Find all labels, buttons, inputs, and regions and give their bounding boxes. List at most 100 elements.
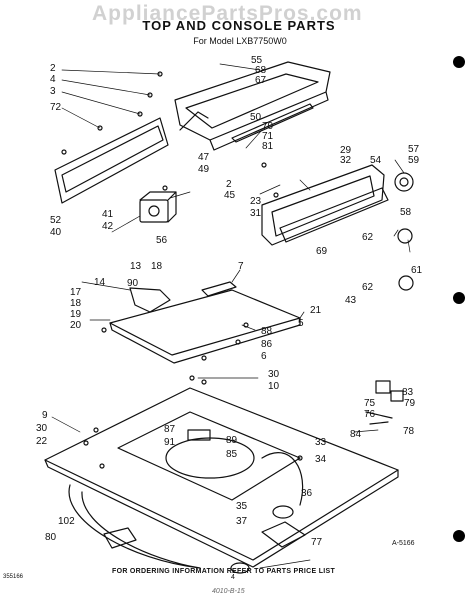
callout-4: 4 [50, 74, 56, 85]
callout-20: 20 [70, 320, 82, 331]
tub-ring [68, 484, 201, 569]
callout-3: 3 [50, 86, 56, 97]
clip-76 [365, 411, 393, 425]
callout-54: 54 [370, 155, 382, 166]
callout-62-lower: 62 [362, 282, 374, 293]
model-line: For Model LXB7750W0 [193, 36, 287, 46]
callout-87: 87 [164, 424, 176, 435]
callout-72: 72 [50, 102, 62, 113]
callout-79: 79 [404, 398, 416, 409]
callout-84: 84 [350, 429, 362, 440]
callout-78: 78 [403, 426, 415, 437]
callout-23: 23 [250, 196, 262, 207]
watermark-logo: AppliancePartsPros.com [92, 2, 363, 25]
callout-33: 33 [315, 437, 327, 448]
callout-7: 7 [238, 261, 244, 272]
callout-56: 56 [156, 235, 168, 246]
callout-69: 69 [316, 246, 328, 257]
callout-102: 102 [58, 516, 75, 527]
fill-hose [261, 452, 304, 506]
screws [61, 71, 303, 469]
callout-34: 34 [315, 454, 327, 465]
callout-19: 19 [70, 309, 82, 320]
callout-22: 22 [36, 436, 48, 447]
callout-89: 89 [226, 435, 238, 446]
callout-35: 35 [236, 501, 248, 512]
callout-9: 9 [42, 410, 48, 421]
callout-30-left: 30 [36, 423, 48, 434]
callout-31: 31 [250, 208, 262, 219]
handwritten-note: 4010-B-15 [212, 588, 245, 595]
callout-2-top: 2 [50, 63, 56, 74]
callout-57: 57 [408, 144, 420, 155]
diagram-code: A-5166 [392, 540, 415, 547]
callout-85: 85 [226, 449, 238, 460]
page-number: 4 [231, 574, 235, 581]
callout-70: 70 [262, 121, 274, 132]
knob-top [394, 172, 414, 192]
callout-76: 76 [364, 409, 376, 420]
console-top-panel [174, 61, 331, 151]
callout-67: 67 [255, 75, 267, 86]
callout-32: 32 [340, 155, 352, 166]
callout-10: 10 [268, 381, 280, 392]
callout-68: 68 [255, 65, 267, 76]
callout-47: 47 [198, 152, 210, 163]
callout-18-side: 18 [70, 298, 82, 309]
callout-14: 14 [94, 277, 106, 288]
callout-52: 52 [50, 215, 62, 226]
control-panel [261, 164, 389, 246]
callout-88: 88 [261, 326, 273, 337]
callout-21: 21 [310, 305, 322, 316]
lid-handle [201, 281, 237, 297]
callout-45: 45 [224, 190, 236, 201]
callout-50: 50 [250, 112, 262, 123]
callout-86: 86 [261, 339, 273, 350]
callout-29: 29 [340, 145, 352, 156]
callout-71: 71 [262, 131, 274, 142]
hose-clamp-large [272, 505, 294, 519]
callout-80: 80 [45, 532, 57, 543]
ordering-note: FOR ORDERING INFORMATION REFER TO PARTS … [112, 568, 336, 575]
callout-90: 90 [127, 278, 139, 289]
cabinet-top [44, 387, 399, 568]
callout-36: 36 [301, 488, 313, 499]
rear-console-panel [54, 117, 169, 204]
callout-43: 43 [345, 295, 357, 306]
knob-right [398, 275, 414, 291]
hose-clamp [230, 562, 250, 574]
callout-75: 75 [364, 398, 376, 409]
callout-62-upper: 62 [362, 232, 374, 243]
callout-61: 61 [411, 265, 423, 276]
callout-81: 81 [262, 141, 274, 152]
callout-13: 13 [130, 261, 142, 272]
trim-strip [231, 103, 314, 143]
callout-91: 91 [164, 437, 176, 448]
end-cap-bracket [179, 111, 209, 131]
diagram-title: TOP AND CONSOLE PARTS [142, 18, 336, 33]
callout-17: 17 [70, 287, 82, 298]
callout-6: 6 [261, 351, 267, 362]
lid-switch [187, 429, 211, 441]
callout-2-mid: 2 [226, 179, 232, 190]
water-inlet-parts [261, 521, 306, 548]
callout-41: 41 [102, 209, 114, 220]
bracket-83 [375, 380, 391, 394]
callout-37: 37 [236, 516, 248, 527]
callout-58: 58 [400, 207, 412, 218]
callout-42: 42 [102, 221, 114, 232]
punch-hole-top [453, 56, 465, 68]
timer-assembly [139, 191, 177, 223]
bracket-79 [390, 390, 404, 402]
callout-40: 40 [50, 227, 62, 238]
callout-83: 83 [402, 387, 414, 398]
callout-55: 55 [251, 55, 263, 66]
callout-49: 49 [198, 164, 210, 175]
punch-hole-bottom [453, 530, 465, 542]
callout-5: 5 [298, 318, 304, 329]
punch-hole-middle [453, 292, 465, 304]
callout-30-upper: 30 [268, 369, 280, 380]
callout-77: 77 [311, 537, 323, 548]
